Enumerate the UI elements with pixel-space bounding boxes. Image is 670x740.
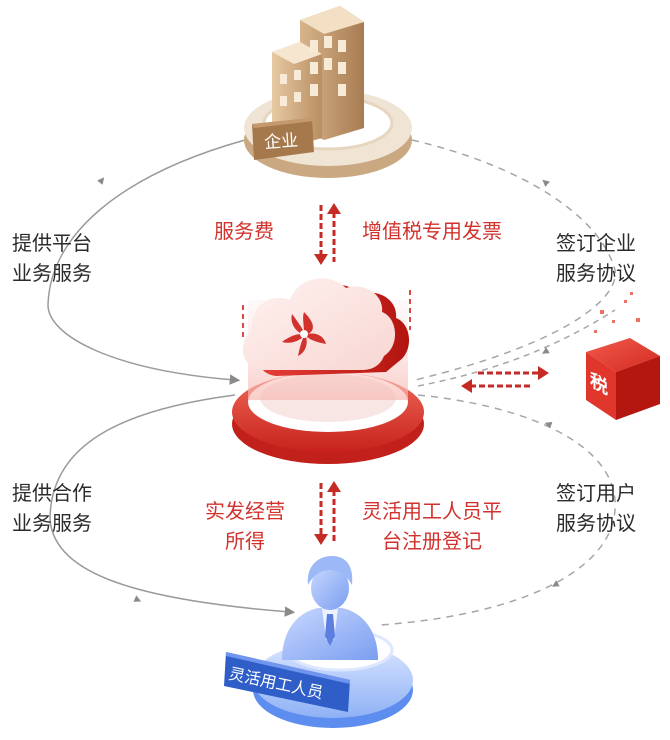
enterprise-plate [252,118,314,160]
right-top-line2: 服务协议 [556,261,636,285]
right-top-label: 签订企业 服务协议 [556,228,636,288]
left-upper-arc [47,139,246,385]
right-lower-arc [379,394,616,626]
right-upper-arc [411,139,616,381]
left-upper-arc-arrow [97,177,105,185]
left-top-line1: 提供平台 [12,231,92,255]
right-bottom-label: 签订用户 服务协议 [556,478,636,538]
income-line2: 所得 [225,529,265,553]
right-bottom-line1: 签订用户 [556,481,636,505]
register-label: 灵活用工人员平 台注册登记 [352,496,512,556]
top-transfer-arrows [314,203,341,265]
income-label: 实发经营 所得 [190,496,300,556]
tax-transfer-arrows [461,366,549,393]
left-top-label: 提供平台 业务服务 [12,228,92,288]
register-line1: 灵活用工人员平 [362,499,502,523]
left-top-line2: 业务服务 [12,261,92,285]
enterprise-node [244,6,412,178]
enterprise-label: 企业 [263,130,299,154]
left-bottom-line1: 提供合作 [12,481,92,505]
right-top-line1: 签订企业 [556,231,636,255]
tax-cube-icon [586,292,660,420]
left-bottom-line2: 业务服务 [12,511,92,535]
bottom-transfer-arrows [314,481,341,545]
right-bottom-line2: 服务协议 [556,511,636,535]
income-line1: 实发经营 [205,499,285,523]
worker-node [224,556,413,728]
right-lower-arrow-b [551,580,560,587]
left-lower-arc [49,394,296,617]
vat-invoice-label: 增值税专用发票 [362,219,502,243]
worker-plate [224,652,350,712]
left-bottom-label: 提供合作 业务服务 [12,478,92,538]
right-mid-arc [417,309,616,387]
service-fee-label: 服务费 [214,219,274,243]
platform-cloud-node [232,278,424,464]
register-line2: 台注册登记 [382,529,482,553]
platform-logo-icon [282,312,326,356]
